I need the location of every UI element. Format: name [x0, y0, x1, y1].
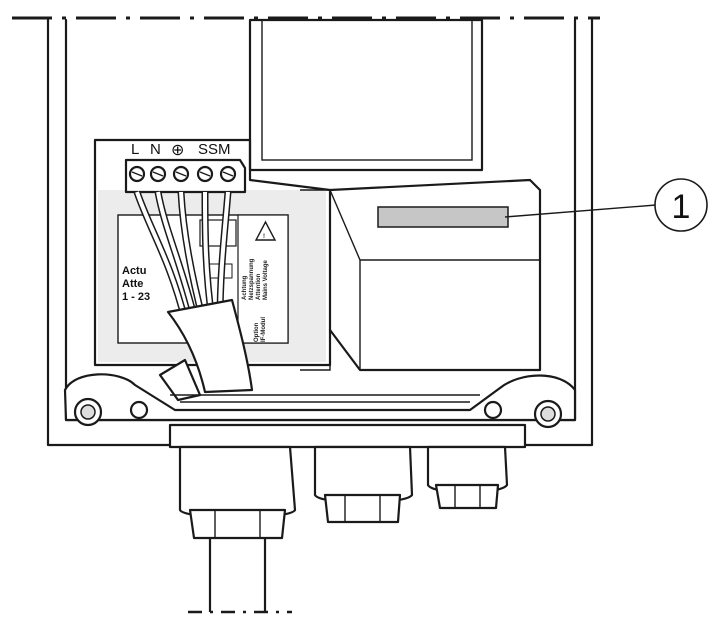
sticker-rot1: Achtung [242, 275, 248, 300]
sticker-line1: Actu [122, 265, 146, 277]
cable-sheath [166, 298, 254, 394]
terminal-label-ssm: SSM [198, 141, 231, 158]
sticker-line3: 1 - 23 [122, 291, 150, 303]
screw-right [533, 399, 563, 429]
callout-circle [654, 178, 708, 232]
svg-text:!: ! [263, 234, 265, 240]
ground-symbol-icon: ⊕ [171, 142, 184, 159]
bottom-flange [63, 373, 577, 422]
sticker-rot4: Mains Voltage [263, 259, 269, 300]
sticker-rot3: Attention [256, 273, 262, 300]
display-window [248, 18, 484, 172]
terminal-block [124, 158, 247, 194]
cable-outlet [208, 538, 267, 612]
callout-number: 1 [672, 188, 691, 226]
cable-gland-medium [313, 445, 414, 524]
display-window-inner [261, 19, 473, 161]
hole-left [129, 400, 149, 420]
terminal-label-l: L [131, 141, 139, 158]
sticker-rot6: IF-Modul [261, 317, 267, 342]
nameplate [377, 206, 509, 228]
screw-left [73, 397, 103, 427]
callout-leader [504, 204, 657, 218]
terminal-label-n: N [150, 141, 161, 158]
bottom-plate [168, 423, 527, 449]
sticker-line2: Atte [122, 278, 143, 290]
module-block [328, 178, 542, 372]
sticker-rot5: Option [254, 322, 260, 342]
sticker-rot2: Netzspannung [249, 258, 255, 300]
flange-rail [170, 394, 480, 403]
cable-gland-icon [178, 445, 297, 540]
module-front [329, 189, 540, 370]
cable-gland-small [426, 445, 509, 510]
hole-right [483, 400, 503, 420]
module-step [300, 189, 331, 371]
warning-triangle-icon [254, 220, 277, 241]
